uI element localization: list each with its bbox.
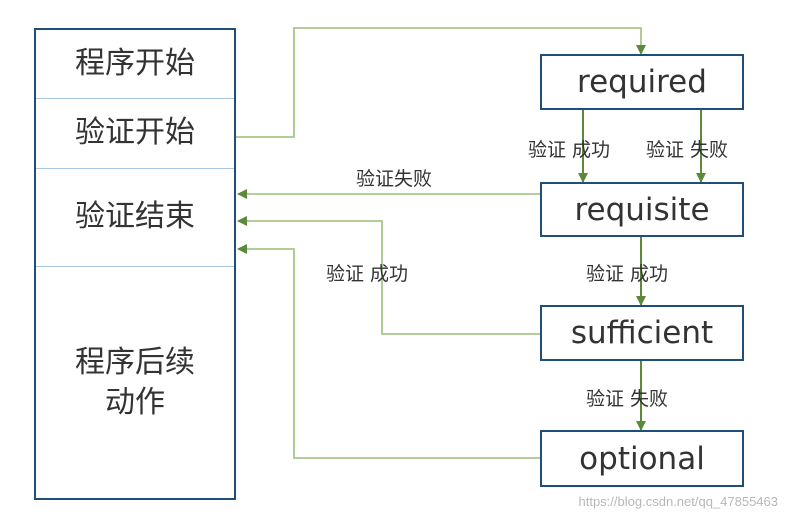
- requisite-box: requisite: [540, 182, 744, 237]
- arrow-optional-to-auth-end: [237, 244, 540, 459]
- auth-start-cell: 验证开始: [36, 98, 234, 169]
- auth-end-cell: 验证结束: [36, 168, 234, 267]
- required-fail-label: 验证 失败: [646, 139, 729, 161]
- required-success-label: 验证 成功: [528, 139, 611, 161]
- arrow-auth-start-to-required: [236, 27, 646, 138]
- arrow-sufficient-success-to-auth-end: [237, 216, 540, 335]
- program-flow-column: 程序开始 验证开始 验证结束 程序后续动作: [34, 28, 236, 500]
- required-box: required: [540, 54, 744, 110]
- requisite-label: requisite: [574, 191, 710, 228]
- watermark-url: https://blog.csdn.net/qq_47855463: [578, 494, 779, 509]
- optional-label: optional: [579, 440, 705, 477]
- sufficient-label: sufficient: [570, 315, 714, 351]
- auth-end-label: 验证结束: [75, 198, 195, 234]
- required-label: required: [577, 64, 707, 100]
- optional-box: optional: [540, 430, 744, 487]
- sufficient-fail-label: 验证 失败: [586, 388, 669, 410]
- program-start-label: 程序开始: [75, 45, 195, 81]
- sufficient-box: sufficient: [540, 305, 744, 361]
- requisite-success-label: 验证 成功: [586, 263, 669, 285]
- post-action-label: 程序后续动作: [75, 344, 195, 421]
- sufficient-success-label: 验证 成功: [326, 263, 409, 285]
- auth-start-label: 验证开始: [75, 114, 195, 150]
- program-start-cell: 程序开始: [36, 30, 234, 99]
- requisite-fail-label: 验证失败: [356, 168, 433, 190]
- post-action-cell: 程序后续动作: [36, 266, 234, 500]
